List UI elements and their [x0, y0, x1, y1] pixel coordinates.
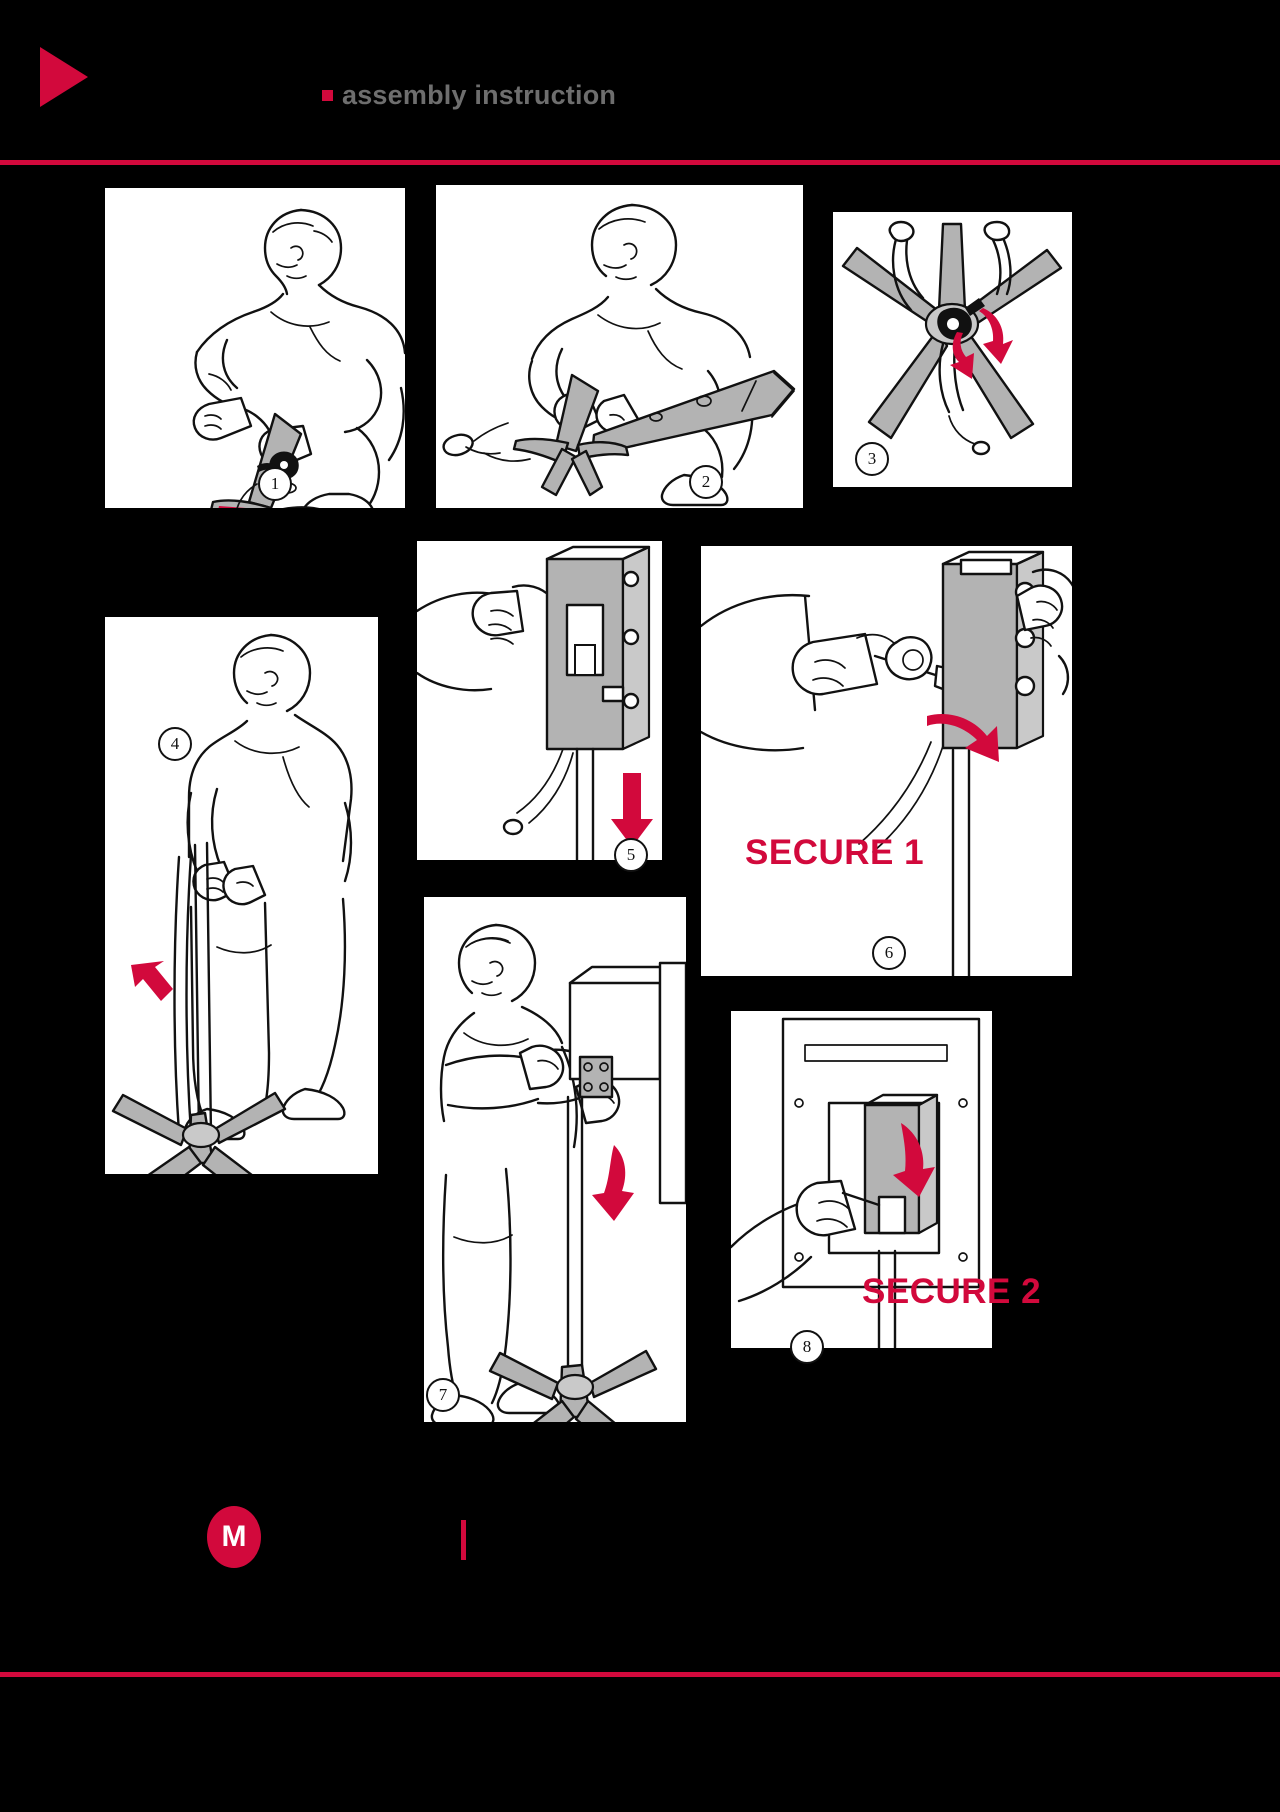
step-2-figure [436, 185, 803, 508]
step-8-figure [731, 1011, 992, 1348]
step-4-figure [105, 617, 378, 1174]
title-block: assembly instruction [322, 82, 616, 109]
header-divider [0, 160, 1280, 165]
play-triangle-icon [40, 47, 88, 107]
step-badge-6: 6 [872, 936, 906, 970]
step-badge-3: 3 [855, 442, 889, 476]
footer-divider [0, 1672, 1280, 1677]
page-title: assembly instruction [342, 80, 617, 110]
step-badge-4: 4 [158, 727, 192, 761]
secure-2-caption: SECURE 2 [862, 1272, 1042, 1311]
brand-logo-letter: M [221, 1520, 247, 1553]
step-6-figure [701, 546, 1072, 976]
step-5-figure [417, 541, 662, 860]
step-badge-1: 1 [258, 467, 292, 501]
step-badge-7: 7 [426, 1378, 460, 1412]
step-badge-5: 5 [614, 838, 648, 872]
page-header: assembly instruction [0, 0, 1280, 163]
step-badge-8: 8 [790, 1330, 824, 1364]
footer-accent-bar [461, 1520, 466, 1560]
step-3-figure [833, 212, 1072, 487]
step-badge-2: 2 [689, 465, 723, 499]
step-1-figure [105, 188, 405, 508]
step-7-figure [424, 897, 686, 1422]
square-bullet-icon [322, 90, 333, 101]
page-footer [0, 1677, 1280, 1812]
brand-logo-m: M [207, 1506, 261, 1568]
secure-1-caption: SECURE 1 [745, 833, 925, 872]
